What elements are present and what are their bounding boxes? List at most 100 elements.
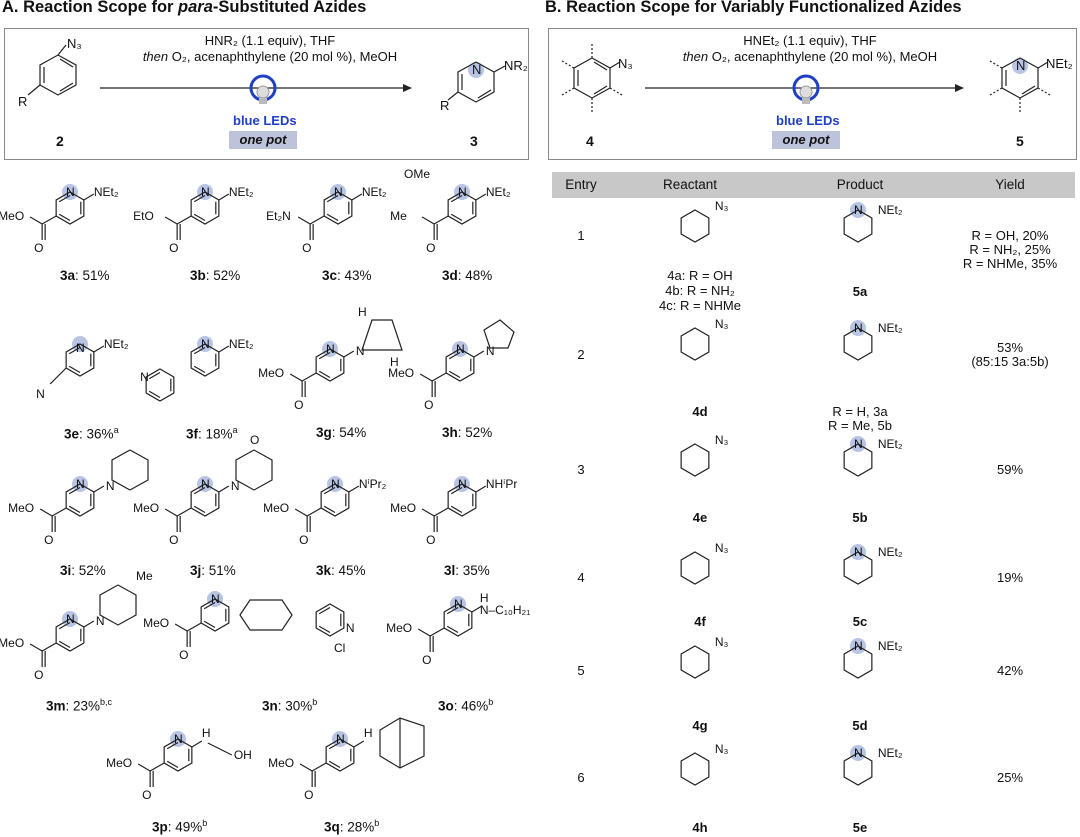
product-label-5d: 5d <box>852 718 868 733</box>
compound-3a-n: N <box>66 185 75 199</box>
caption-3d: 3d: 48% <box>442 268 493 283</box>
compound-3j-amine-bond <box>218 485 230 493</box>
compound-3a-ester-co-o <box>29 216 43 225</box>
compound-3l-ester-bond <box>433 507 449 517</box>
compound-3b-ester-label: EtO <box>133 209 154 223</box>
reactant-ring-5 <box>680 645 710 679</box>
conditions-line-1: HNR₂ (1.1 equiv), THF <box>204 33 336 48</box>
compound-3d-ester-o-label: O <box>426 241 435 255</box>
reactant-ring-3 <box>680 443 710 477</box>
compound-3e-amine-bond <box>93 345 105 353</box>
product-label-5b: 5b <box>852 510 868 525</box>
compound-3h-amine-bond <box>473 350 485 358</box>
reactant-label-4h: 4h <box>692 820 708 835</box>
header-entry: Entry <box>565 177 597 192</box>
product-net2-4: NEt₂ <box>878 545 903 559</box>
caption-3e: 3e: 36%a <box>64 425 119 442</box>
compound-3p-ester-label: MeO <box>106 756 132 770</box>
compound-3a-ring-double-bond <box>58 213 71 221</box>
compound-3c-ring-double-bond <box>326 195 339 203</box>
compound-3n-ring-double-bond <box>203 620 216 628</box>
compound-3c-n: N <box>334 185 343 199</box>
reactant-label-4e: 4e <box>692 510 708 525</box>
product-n-4: N <box>854 545 863 559</box>
compound-3i-piperidine-n: N <box>106 479 115 493</box>
reactant-label-4b: 4b: R = NH₂ <box>665 283 735 298</box>
compound-3b-n: N <box>201 185 210 199</box>
compound-3a-ester-bond <box>41 215 57 225</box>
header-yield: Yield <box>995 177 1025 192</box>
compound-3e-nitrile-n: N <box>36 387 45 401</box>
compound-3n-piperazine <box>239 599 293 631</box>
compound-3e-n: N <box>76 341 85 355</box>
compound-3g-h1: H <box>358 305 367 319</box>
compound-3b-ester-bond <box>176 215 192 225</box>
compound-3p-oh: OH <box>234 748 252 762</box>
compound-3o-n: N <box>454 597 463 611</box>
product-n-2: N <box>854 321 863 335</box>
compound-3o-ester-bond <box>429 627 445 637</box>
product-label-5c: 5c <box>852 614 868 629</box>
compound-3n-pyridine-n: N <box>346 621 355 635</box>
caption-3j: 3j: 51% <box>190 563 236 578</box>
conditions-b-line-2: then O₂, acenaphthylene (20 mol %), MeOH <box>682 49 938 64</box>
yield-4: 19% <box>996 570 1024 585</box>
compound-3f-pyridyl-double-bond <box>148 390 161 398</box>
compound-3o-chain: N–C₁₀H₂₁ <box>480 603 530 617</box>
compound-3g-ester-o-label: O <box>294 398 303 412</box>
product-b-net2: NEt₂ <box>1046 56 1073 71</box>
product-ring-3 <box>843 443 873 477</box>
compound-3h-ester-label: MeO <box>388 366 414 380</box>
compound-3e-amine-label: NEt₂ <box>104 337 129 351</box>
compound-3b-ester-o-label: O <box>169 241 178 255</box>
reactant-number-4: 4 <box>586 133 594 149</box>
compound-3d-amine-bond <box>475 193 487 201</box>
compound-3o-ester-co-o <box>417 628 431 637</box>
compound-3j-n: N <box>201 477 210 491</box>
reactant-ring-6 <box>680 752 710 786</box>
compound-3n-chloropyridine-double-bond <box>318 607 331 615</box>
caption-3c: 3c: 43% <box>322 268 372 283</box>
compound-3p-ester-co-o <box>137 763 151 772</box>
reactant-n3-4: N₃ <box>715 541 729 555</box>
compound-3i-ester-label: MeO <box>8 501 34 515</box>
compound-3p-amine-bond <box>191 740 203 748</box>
compound-3k-ester-o-label: O <box>299 533 308 547</box>
compound-3a-ring-double-bond <box>58 195 71 203</box>
compound-3a-ester-o-label: O <box>34 241 43 255</box>
entry-4: 4 <box>577 570 585 585</box>
compound-3q-ester-bond <box>311 762 327 772</box>
compound-3o-ring-double-bond <box>446 625 459 633</box>
compound-3c-ring-double-bond <box>326 213 339 221</box>
compound-3l-ring-double-bond <box>450 487 463 495</box>
product-number-5: 5 <box>1016 133 1024 149</box>
table-header <box>552 172 1075 198</box>
compound-3o-amine-bond <box>471 605 483 613</box>
compound-3k-ring-double-bond <box>323 487 336 495</box>
compound-3o-ester-o-label: O <box>422 653 431 667</box>
product-n-6: N <box>854 746 863 760</box>
product-net2-5: NEt₂ <box>878 639 903 653</box>
reactant-b-n3: N₃ <box>618 56 633 71</box>
compound-3i-amine-bond <box>93 485 105 493</box>
compound-3m-ring-double-bond <box>58 640 71 648</box>
reactant-n3: N₃ <box>67 36 82 51</box>
compound-3c-ester-co-o <box>297 216 311 225</box>
compound-3j-ester-label: MeO <box>133 501 159 515</box>
compound-3m-ester-bond <box>41 642 57 652</box>
compound-3p-n: N <box>174 732 183 746</box>
compound-3n-ring-double-bond <box>203 602 216 610</box>
compound-3g-bicycle <box>361 319 403 351</box>
reactant-n3-6: N₃ <box>715 742 729 756</box>
compound-3i-ring-double-bond <box>68 487 81 495</box>
product-nr2: NR₂ <box>504 58 528 73</box>
compound-3n-ring <box>200 598 230 632</box>
compound-3f-ring-double-bond <box>193 347 206 355</box>
compound-3i-ester-bond <box>51 507 67 517</box>
compound-3k-ester-co-o <box>294 508 308 517</box>
compound-3l-ester-co-o <box>421 508 435 517</box>
caption-3g: 3g: 54% <box>316 425 367 440</box>
yield-5: 42% <box>996 663 1024 678</box>
header-reactant: Reactant <box>662 177 718 192</box>
